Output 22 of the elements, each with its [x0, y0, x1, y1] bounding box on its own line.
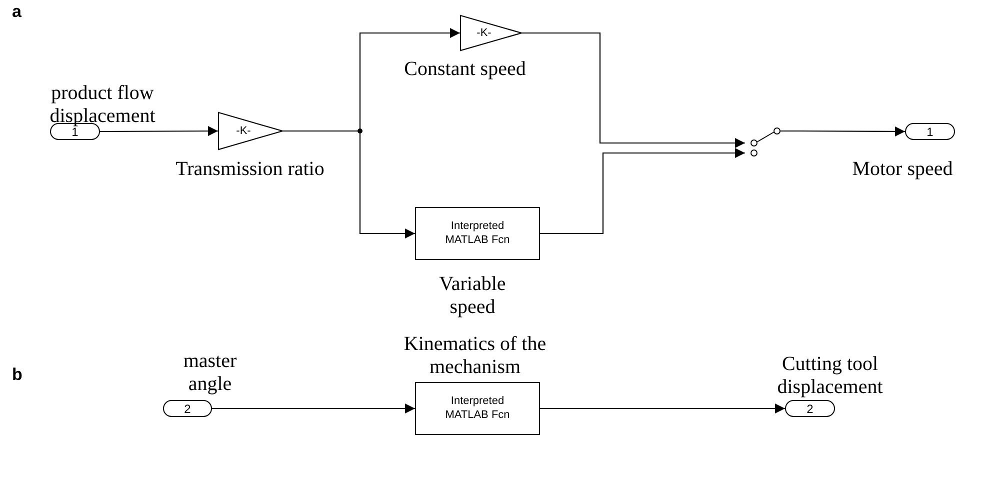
- arrow: [540, 148, 745, 234]
- block-caption: Cutting tool displacement: [776, 353, 884, 399]
- gain-block: -K-: [218, 112, 283, 150]
- block-caption: Kinematics of the mechanism: [402, 333, 548, 379]
- port-block: 2: [785, 400, 835, 417]
- arrow: [800, 126, 905, 136]
- block-caption: Transmission ratio: [175, 158, 325, 181]
- function-block: Interpreted MATLAB Fcn: [415, 207, 540, 260]
- panel-letter: a: [12, 2, 22, 22]
- panel-letter: b: [12, 365, 22, 385]
- block-caption: Motor speed: [851, 158, 954, 181]
- arrow: [522, 32, 745, 148]
- block-caption: Constant speed: [403, 58, 527, 81]
- function-block: Interpreted MATLAB Fcn: [415, 382, 540, 435]
- block-caption: master angle: [182, 350, 238, 396]
- port-block: 2: [163, 400, 212, 417]
- arrow: [540, 404, 785, 414]
- port-block: 1: [905, 123, 955, 140]
- gain-block: -K-: [460, 15, 522, 51]
- arrow: [100, 126, 218, 136]
- arrow: [212, 404, 415, 414]
- block-caption: Variable speed: [438, 273, 507, 319]
